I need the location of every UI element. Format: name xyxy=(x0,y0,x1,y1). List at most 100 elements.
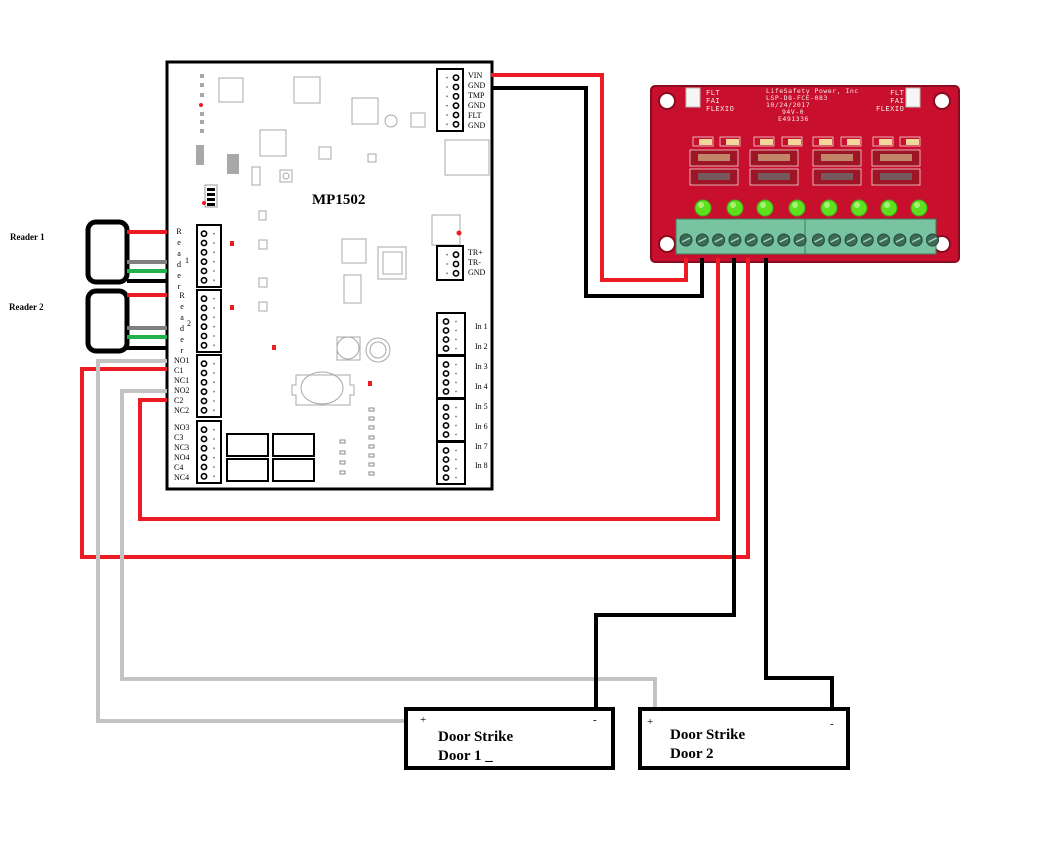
reader-port-1-letter: e xyxy=(177,271,181,280)
terminal-pin-dot xyxy=(455,372,457,375)
rs485-pin-label: TR+ xyxy=(468,248,483,257)
terminal-screw-icon xyxy=(452,111,460,119)
screw-slot xyxy=(846,237,856,243)
pcb-fuse-element xyxy=(821,154,853,161)
input-terminal-5-6 xyxy=(436,398,466,442)
terminal-pin-dot xyxy=(455,476,457,479)
terminal-pin-dot xyxy=(213,409,215,412)
led-highlight xyxy=(698,202,704,208)
terminal-pin-dot xyxy=(446,104,448,107)
reader-port-1-label: R e a d e r xyxy=(175,226,183,292)
screw-slot xyxy=(730,237,740,243)
terminal-screw-icon xyxy=(452,92,460,100)
terminal-pin-dot xyxy=(213,297,215,300)
controller-red-markers xyxy=(199,103,462,386)
reader-port-2-letter: e xyxy=(180,302,184,311)
relay-pin-label: NC3 xyxy=(174,443,190,452)
terminal-screw-icon xyxy=(200,295,208,303)
terminal-pin-dot xyxy=(455,338,457,341)
terminal-pin-dot xyxy=(213,456,215,459)
input-label: In 4 xyxy=(475,382,488,391)
wires xyxy=(80,73,834,723)
terminal-screw-icon xyxy=(200,426,208,434)
pcb-jumper-cap xyxy=(760,139,773,145)
pcb-jumper-cap xyxy=(726,139,739,145)
reader-port-1-letter: d xyxy=(177,260,181,269)
terminal-screw-icon xyxy=(200,388,208,396)
pcb-jumper xyxy=(840,136,862,147)
controller-small-pads xyxy=(339,407,375,476)
relay-pins-group-2: NO3 C3 NC3 NO4 C4 NC4 xyxy=(174,423,190,483)
terminal-screw-icon xyxy=(442,336,450,343)
terminal-screw-icon xyxy=(200,313,208,321)
terminal-pin-dot xyxy=(213,372,215,374)
screw-slot xyxy=(697,237,707,243)
terminal-pin-dot xyxy=(455,347,457,350)
relay-pins-group-1: NO1 C1 NC1 NO2 C2 NC2 xyxy=(174,356,190,416)
terminal-pin-dot xyxy=(213,335,215,337)
terminal-screw-icon xyxy=(200,239,208,247)
reader-port-2-number: 2 xyxy=(187,319,191,328)
relay-pin-label: NO3 xyxy=(174,423,190,432)
screw-slot xyxy=(895,237,905,243)
terminal-pin-dot xyxy=(213,307,215,309)
terminal-screw-icon xyxy=(442,318,450,325)
terminal-screw-icon xyxy=(200,369,208,377)
terminal-pin-dot xyxy=(455,329,457,332)
door-1-plus: + xyxy=(420,714,427,726)
pcb-label: FLEXIO xyxy=(706,105,735,113)
terminal-screw-icon xyxy=(442,361,450,368)
pcb-jumper xyxy=(719,136,741,147)
pcb-jumper xyxy=(781,136,803,147)
terminal-pin-dot xyxy=(446,76,448,79)
reader-port-1-letter: r xyxy=(177,282,181,291)
pcb-maker: LifeSafety Power, Inc xyxy=(766,87,859,95)
reader-port-2-letter: d xyxy=(180,324,184,333)
terminal-pin-dot xyxy=(213,428,215,431)
screw-slot xyxy=(714,237,723,243)
led-highlight xyxy=(854,202,860,208)
terminal-pin-dot xyxy=(446,86,448,88)
relay-terminal-2 xyxy=(196,420,222,484)
pcb-body xyxy=(651,86,959,262)
reader-port-1-number: 1 xyxy=(185,256,189,265)
reader-port-1-letter: a xyxy=(177,249,181,258)
relay-pin-label: NO4 xyxy=(174,453,190,462)
screw-slot xyxy=(879,237,888,243)
pcb-model: LSP-D8-FCE-083 xyxy=(766,94,828,102)
door-strike-1-box xyxy=(404,707,615,770)
terminal-pin-dot xyxy=(213,400,215,402)
reader-port-2-letter: R xyxy=(179,291,185,300)
terminal-screw-icon xyxy=(200,435,208,443)
terminal-screw-icon xyxy=(200,454,208,462)
terminal-screw-icon xyxy=(200,472,208,480)
terminal-screw-icon xyxy=(452,83,460,91)
terminal-screw-icon xyxy=(442,327,450,334)
pcb-jumper xyxy=(753,136,775,147)
power-pin-label: GND xyxy=(468,121,486,130)
terminal-screw-icon xyxy=(452,251,460,259)
screw-slot xyxy=(911,237,921,243)
pcb-jumper xyxy=(872,136,894,147)
terminal-screw-icon xyxy=(200,230,208,238)
terminal-screw-icon xyxy=(442,413,450,420)
terminal-pin-dot xyxy=(446,263,448,265)
terminal-screw-icon xyxy=(442,474,450,481)
led-indicator-icon xyxy=(910,199,928,217)
power-pins: VIN GND TMP GND FLT GND xyxy=(468,71,485,131)
wire-vin-red xyxy=(491,73,688,282)
pcb-jumper-cap xyxy=(819,139,832,145)
screw-slot xyxy=(862,237,872,243)
terminal-pin-dot xyxy=(455,381,457,384)
terminal-screw-icon xyxy=(200,463,208,471)
terminal-screw-icon xyxy=(442,388,450,395)
terminal-pin-dot xyxy=(446,272,448,275)
pcb-cert: E491336 xyxy=(778,115,809,123)
reader-2-body xyxy=(85,288,130,354)
terminal-screw-icon xyxy=(200,258,208,266)
pcb-fuse-element xyxy=(880,173,912,180)
terminal-screw-icon xyxy=(442,404,450,411)
terminal-pin-dot xyxy=(213,381,215,384)
